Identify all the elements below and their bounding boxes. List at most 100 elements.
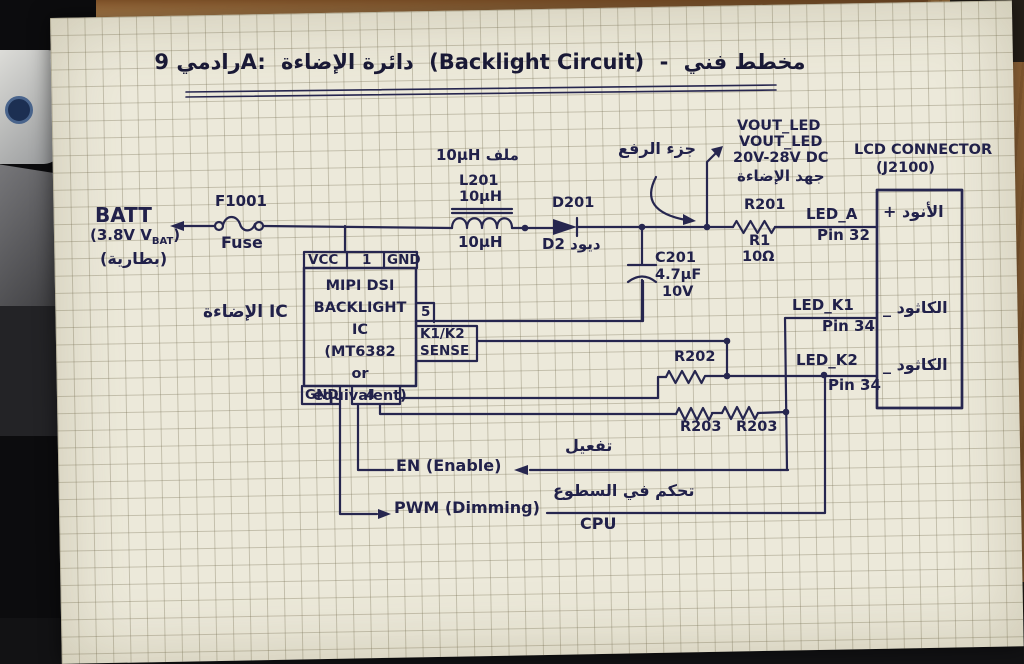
ic-sense-stub (414, 324, 479, 363)
boost-note: جزء الرفع (618, 139, 697, 158)
net-batt: BATT (95, 203, 152, 227)
pwm-dimming-label: PWM (Dimming) (394, 498, 540, 517)
r201-value: 10Ω (742, 249, 775, 265)
ic-line-1: MIPI DSI (325, 278, 395, 294)
ref-r202: R202 (674, 349, 716, 365)
ic-pin5-stub (414, 301, 436, 324)
pwm-arabic: تحكم في السطوع (553, 481, 695, 500)
title-part-english: (Backlight Circuit) (429, 50, 645, 74)
battery-voltage-post: ) (173, 226, 181, 244)
inductor-note: 10µH ملف (436, 146, 519, 164)
connector-cathode-row-1: _ الكاثود (883, 298, 948, 317)
page-title: رادمي 9A: دائرة الإضاءة (Backlight Circu… (150, 50, 810, 74)
ic-inner-text: MIPI DSI BACKLIGHT IC (MT6382 or equival… (306, 275, 414, 407)
net-vout-1: VOUT_LED (737, 118, 821, 134)
connector-cathode-row-2: _ الكاثود (883, 355, 948, 374)
ref-c201: C201 (655, 250, 696, 266)
battery-voltage-sub: BAT (151, 236, 174, 247)
boost-arrow-curve (650, 175, 688, 222)
connector-title: LCD CONNECTOR (854, 142, 993, 158)
backlight-circuit-schematic: رادمي 9A: دائرة الإضاءة (Backlight Circu… (90, 50, 993, 533)
ic-side-label: الإضاءة IC (203, 302, 288, 322)
pin-32: Pin 32 (817, 226, 870, 244)
ic-pin-sense: SENSE (420, 343, 470, 359)
inductor-core-bars (450, 207, 514, 215)
ref-r201: R201 (744, 197, 786, 213)
resistor-r201 (731, 219, 777, 235)
ic-top-pin-row (302, 250, 419, 270)
ref-r203a: R203 (680, 419, 722, 435)
pin-34-k2: Pin 34 (828, 376, 881, 394)
junction-dot (638, 223, 646, 231)
junction-dot (521, 224, 529, 232)
connector-ref: (J2100) (876, 160, 936, 176)
vout-arabic: جهد الإضاءة (737, 167, 825, 185)
vout-arrowhead (711, 146, 723, 158)
fuse-terminal-left (213, 220, 225, 232)
ic-pin-vcc: VCC (308, 252, 339, 268)
ref-r203b: R203 (736, 419, 778, 435)
junction-dot (723, 337, 731, 345)
pin-34-k1: Pin 34 (822, 317, 875, 335)
ic-line-2: BACKLIGHT IC (313, 300, 407, 338)
ic-pin-gnd-top: GND (387, 252, 421, 268)
net-led-a: LED_A (806, 205, 858, 223)
diode-label: D2 ديود (542, 235, 601, 253)
junction-dot (723, 372, 731, 380)
title-underline (185, 84, 777, 98)
ic-pin-k1k2: K1/K2 (420, 326, 465, 342)
ref-f1001: F1001 (215, 192, 267, 210)
capacitor-symbol (626, 225, 658, 323)
r201-alt: R1 (749, 233, 771, 249)
battery-voltage-pre: (3.8V V (90, 226, 152, 244)
pwm-arrowhead (378, 509, 391, 519)
resistor-r203b (720, 405, 760, 421)
inductor-coil (450, 217, 514, 230)
diode-triangle (553, 219, 577, 235)
title-part-dash: - (659, 50, 669, 74)
ic-pin4-stub (350, 384, 402, 406)
fuse-label: Fuse (221, 233, 263, 252)
net-led-k1: LED_K1 (792, 296, 854, 314)
en-arabic: تفعيل (565, 436, 613, 455)
batt-arrowhead (170, 221, 184, 231)
inductor-value-bottom: 10µH (458, 233, 503, 251)
battery-voltage: (3.8V VBAT) (90, 227, 180, 247)
resistor-r203a (674, 406, 714, 422)
vout-arrow-stem (705, 150, 719, 229)
net-led-k2: LED_K2 (796, 351, 858, 369)
junction-dot (820, 371, 828, 379)
background-object-base (0, 306, 58, 436)
cpu-label: CPU (580, 514, 617, 533)
background-object-dial (5, 96, 33, 124)
ic-line-3: (MT6382 (324, 344, 396, 360)
en-enable-label: EN (Enable) (396, 456, 502, 475)
boost-arrowhead (683, 214, 696, 225)
ic-pin-gnd-bottom: GND (305, 387, 339, 403)
ref-l201: L201 (459, 173, 499, 189)
ic-pin-1: 1 (362, 252, 372, 268)
title-part-circuit: دائرة الإضاءة (281, 50, 414, 74)
capacitor-voltage: 10V (662, 284, 694, 300)
connector-anode-row: + الأنود (883, 202, 944, 221)
lcd-connector-box (875, 188, 964, 410)
ic-pin-4: 4 (366, 387, 376, 403)
ic-line-4: or equivalent) (313, 366, 407, 404)
junction-dot (703, 223, 711, 231)
title-part-type: مخطط فني (683, 50, 806, 74)
ic-gnd-stub (300, 384, 342, 406)
capacitor-value: 4.7µF (655, 267, 702, 283)
inductor-value-top: 10µH (459, 189, 502, 205)
resistor-r202 (664, 369, 706, 385)
fuse-terminal-right (253, 220, 265, 232)
battery-arabic: (بطارية) (100, 249, 168, 268)
en-arrowhead (514, 465, 528, 475)
junction-dot (782, 408, 790, 416)
ref-d201: D201 (552, 195, 595, 211)
vout-voltage-range: 20V-28V DC (733, 150, 829, 166)
title-part-model: رادمي 9A: (154, 50, 266, 74)
net-vout-2: VOUT_LED (739, 134, 823, 150)
circuit-wires (170, 84, 964, 519)
ic-pin-5: 5 (421, 304, 431, 320)
fuse-symbol (221, 215, 257, 232)
